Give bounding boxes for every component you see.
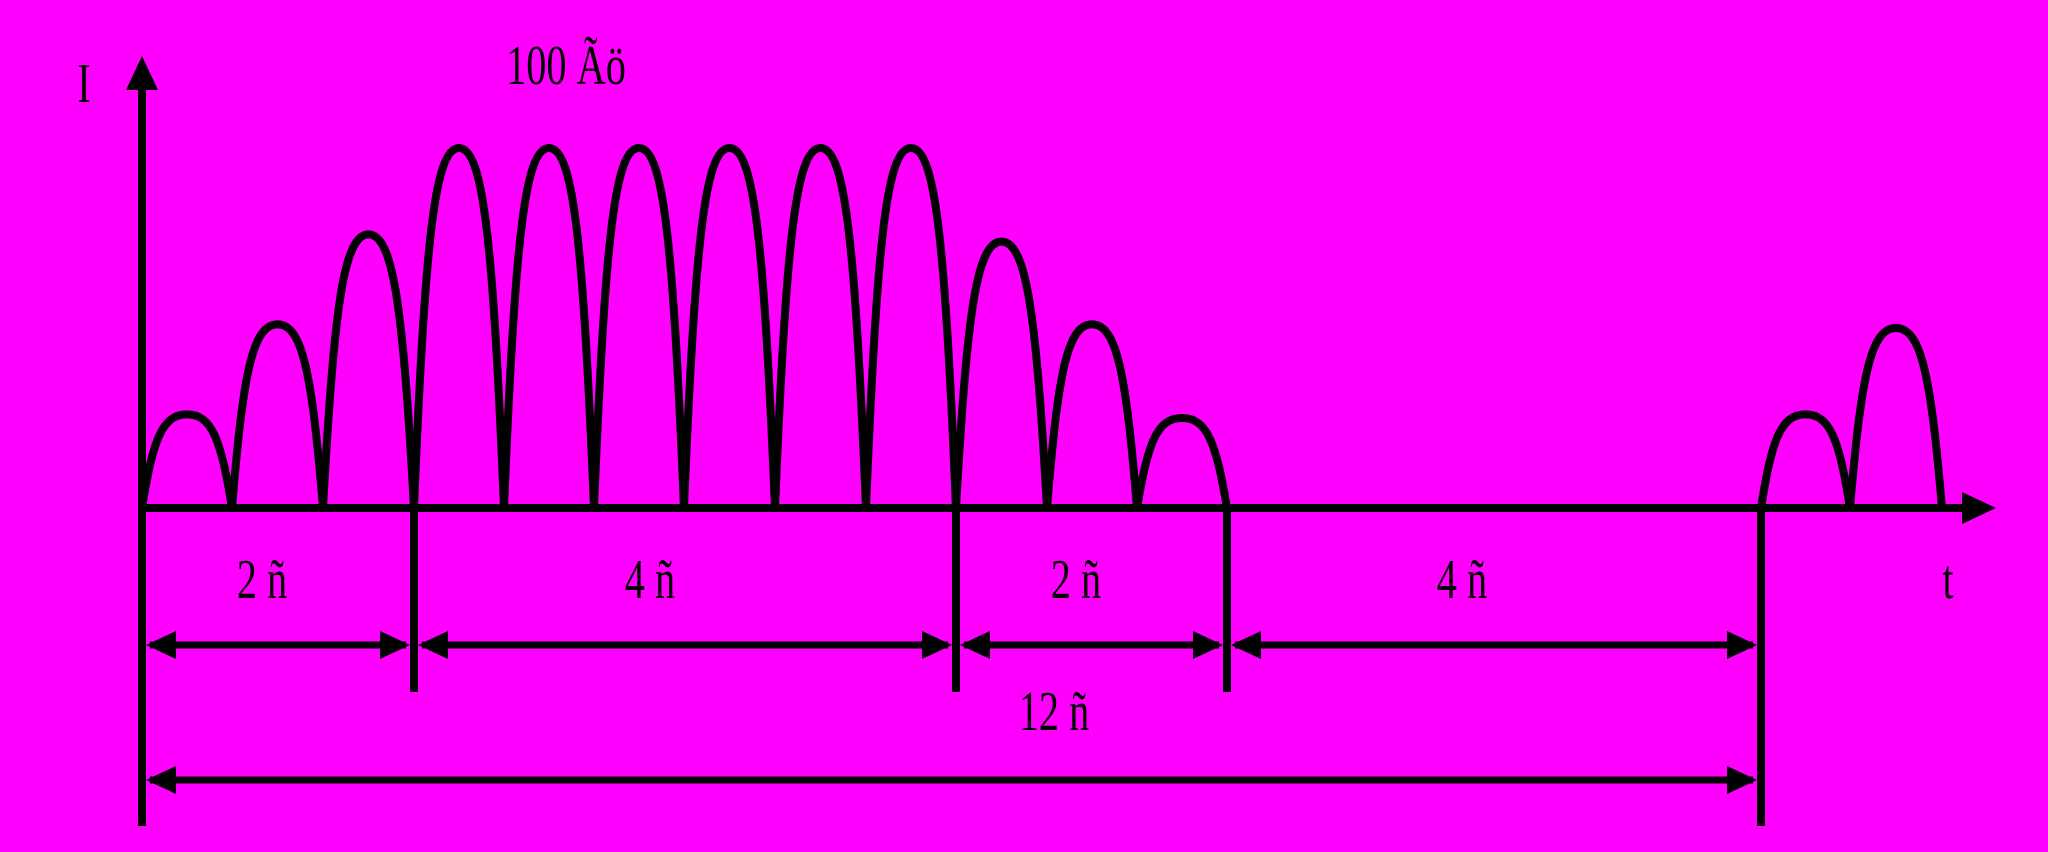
pulse-full-6 [590,144,688,509]
segment-label-pause: 4 ñ [1437,549,1487,611]
dimension-arrow-pause [1231,631,1757,659]
segment-label-ramp-down: 2 ñ [1051,549,1101,611]
pulse-ramp-up-1 [138,410,236,509]
pulse-ramp-down-10 [952,237,1051,509]
total-cycle-label: 12 ñ [1019,681,1090,743]
pulse-full-7 [680,144,779,509]
segment-dimensions [146,631,1757,794]
segment-label-ramp-up: 2 ñ [237,549,287,611]
y-axis-label: I [77,53,90,115]
pulse-ramp-up-2 [228,320,327,509]
y-axis-arrowhead [126,56,158,90]
axes [126,56,1996,826]
pulse-full-4 [410,144,508,509]
pulse-next-cycle-13 [1757,410,1854,509]
x-axis-arrowhead [1962,492,1996,524]
pulse-ramp-up-3 [319,230,418,509]
dimension-arrow-ramp-up [146,631,410,659]
pulse-ramp-down-12 [1133,414,1231,509]
segment-boundaries [410,504,1765,826]
pulse-full-5 [500,144,598,509]
pulse-next-cycle-14 [1846,324,1946,509]
dimension-arrow-ramp-down [960,631,1223,659]
segment-label-full: 4 ñ [625,549,675,611]
frequency-label: 100 Ãö [506,35,626,97]
dimension-arrow-total [146,766,1757,794]
pulse-full-9 [862,144,960,509]
x-axis-label: t [1942,549,1954,611]
pulse-train [138,144,1946,509]
dimension-arrow-full [418,631,952,659]
pulse-ramp-down-11 [1043,320,1141,509]
pulse-full-8 [771,144,870,509]
